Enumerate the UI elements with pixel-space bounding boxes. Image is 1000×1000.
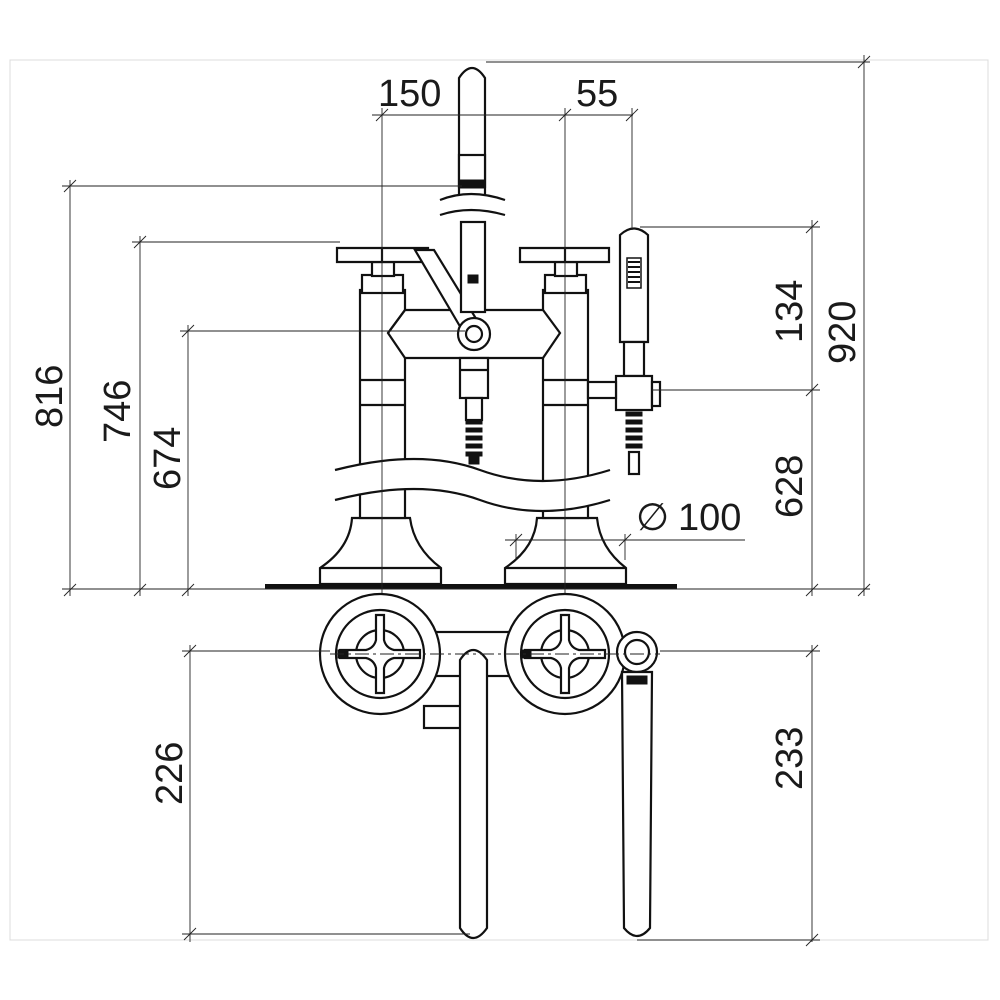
drawing-frame	[9, 59, 989, 941]
plan-dimensions	[182, 644, 820, 947]
dim-label-920: 920	[822, 301, 864, 364]
dim-label-150: 150	[378, 73, 441, 115]
shower-holder	[614, 374, 654, 412]
dim-label-100: 100	[678, 497, 741, 539]
left-hose-spring	[464, 396, 484, 465]
dim-label-233: 233	[769, 727, 811, 790]
break-wave	[335, 459, 610, 511]
spout-plan	[458, 648, 489, 940]
dim-label-816: 816	[29, 365, 71, 428]
front-dimensions	[62, 55, 871, 597]
dim-label-134: 134	[769, 280, 811, 343]
plan-view	[318, 592, 660, 940]
dim-label-746: 746	[97, 380, 139, 443]
front-elevation	[265, 66, 677, 589]
hand-shower-plan	[620, 670, 654, 938]
dim-label-674: 674	[147, 427, 189, 490]
mounting-plate	[265, 584, 677, 589]
dim-label-55: 55	[576, 73, 618, 115]
shower-holder-plan	[615, 630, 659, 674]
dim-label-226: 226	[149, 742, 191, 805]
left-pillar-base	[318, 516, 443, 586]
diameter-symbol: ∅	[636, 497, 669, 539]
dimension-labels: 150 55 816 746 674 134 920 628 ∅ 100 226…	[29, 73, 864, 805]
right-pillar-base	[503, 516, 628, 586]
dim-label-628: 628	[769, 455, 811, 518]
right-hose-spring	[625, 411, 643, 476]
